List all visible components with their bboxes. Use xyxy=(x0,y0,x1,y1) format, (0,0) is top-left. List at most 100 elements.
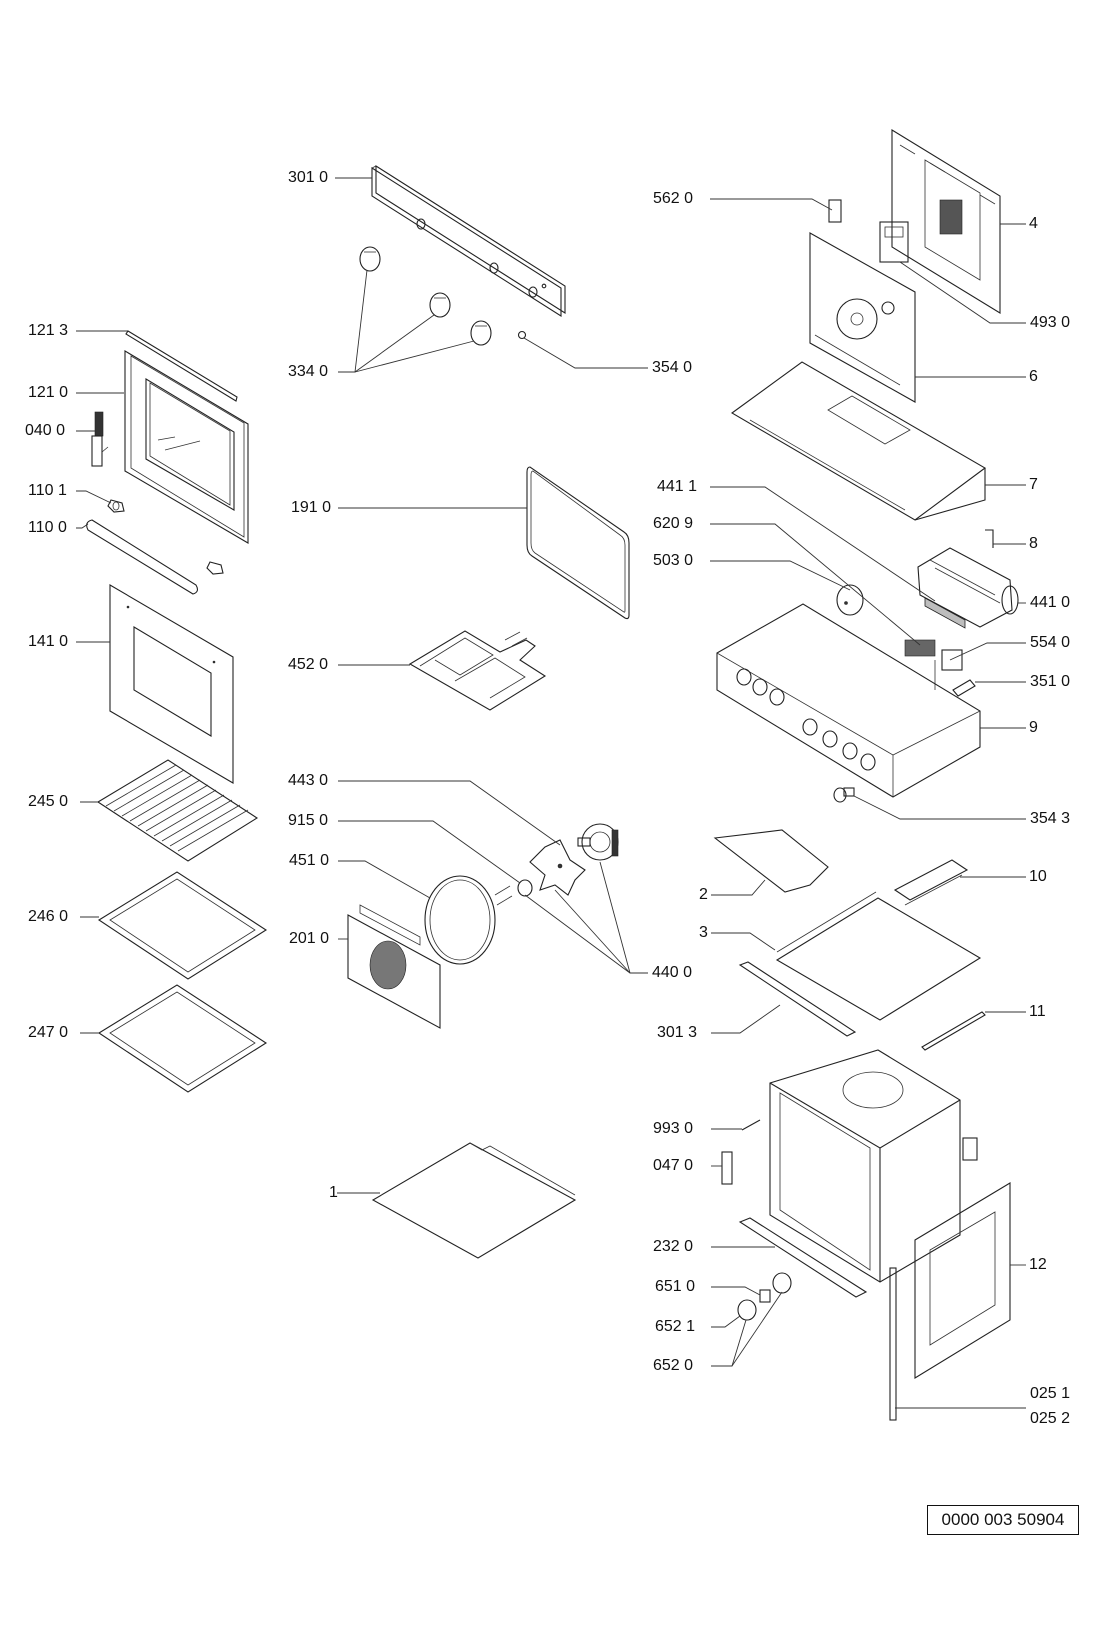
callout-label: 121 0 xyxy=(28,384,69,401)
callout-label: 245 0 xyxy=(28,793,69,810)
screw xyxy=(741,1119,761,1131)
lower-front-trim xyxy=(738,1217,868,1298)
callout-label: 246 0 xyxy=(28,908,69,925)
callout-label: 6 xyxy=(1029,368,1038,385)
fan-motor xyxy=(577,823,619,861)
leader-lines-right-bottom xyxy=(711,1128,1026,1409)
front-rail xyxy=(738,961,857,1037)
callout-label: 503 0 xyxy=(653,552,694,569)
oven-cavity xyxy=(769,1049,978,1283)
door-handle xyxy=(86,519,199,595)
callout-label: 915 0 xyxy=(288,812,329,829)
cooling-fan-bracket xyxy=(924,597,966,629)
clip xyxy=(985,529,994,548)
lamp-holder xyxy=(952,679,976,697)
callout-label: 191 0 xyxy=(291,499,332,516)
tangential-cooling-fan xyxy=(917,547,1019,628)
callout-label: 1 xyxy=(329,1184,338,1201)
callout-label: 441 0 xyxy=(1030,594,1071,611)
door-top-trim xyxy=(125,330,238,402)
callout-label: 351 0 xyxy=(1030,673,1071,690)
selector-switch xyxy=(904,639,936,657)
bottom-panel xyxy=(337,1142,577,1259)
outer-door-glass xyxy=(109,584,234,784)
fan-cover xyxy=(347,904,441,1029)
callout-label: 334 0 xyxy=(288,363,329,380)
callout-label: 452 0 xyxy=(288,656,329,673)
callout-label: 562 0 xyxy=(653,190,694,207)
baking-tray xyxy=(97,871,268,980)
door-hinge xyxy=(91,411,109,467)
callout-label: 141 0 xyxy=(28,633,69,650)
callout-label: 4 xyxy=(1029,215,1038,232)
inner-door-frame xyxy=(124,350,249,544)
callout-label: 9 xyxy=(1029,719,1038,736)
back-plate xyxy=(809,232,916,403)
fan-nut xyxy=(517,879,533,897)
upper-frame xyxy=(775,891,982,1021)
callout-label: 121 3 xyxy=(28,322,69,339)
callout-label: 11 xyxy=(1029,1003,1046,1020)
side-panel xyxy=(914,1182,1011,1379)
rear-panel xyxy=(891,129,1001,314)
callout-label: 247 0 xyxy=(28,1024,69,1041)
wire-shelf xyxy=(96,759,259,862)
callout-label: 047 0 xyxy=(653,1157,694,1174)
grill-element xyxy=(408,630,547,711)
lamp-cover xyxy=(737,1272,792,1321)
control-knob xyxy=(359,246,492,346)
callout-label: 993 0 xyxy=(653,1120,694,1137)
leader-lines-right-top xyxy=(710,198,1026,820)
terminal-block xyxy=(879,221,909,263)
callout-label: 110 0 xyxy=(28,519,67,536)
callout-label: 201 0 xyxy=(289,930,330,947)
callout-label: 443 0 xyxy=(288,772,329,789)
callout-label: 10 xyxy=(1029,868,1047,885)
leader-lines xyxy=(335,177,648,373)
handle-end-cap xyxy=(107,499,224,575)
timer xyxy=(836,584,864,616)
door-seal xyxy=(526,466,630,620)
callout-label: 651 0 xyxy=(655,1278,696,1295)
callout-label: 354 0 xyxy=(652,359,693,376)
callout-label: 354 3 xyxy=(1030,810,1071,827)
support-bracket xyxy=(893,859,969,906)
callout-label: 493 0 xyxy=(1030,314,1071,331)
callout-label: 440 0 xyxy=(652,964,693,981)
callout-label: 441 1 xyxy=(657,478,698,495)
callout-label: 451 0 xyxy=(289,852,330,869)
callout-label: 025 1 xyxy=(1030,1385,1071,1402)
callout-label: 232 0 xyxy=(653,1238,694,1255)
callout-label: 7 xyxy=(1029,476,1038,493)
callout-label: 8 xyxy=(1029,535,1038,552)
drip-pan xyxy=(97,984,268,1093)
callout-label: 040 0 xyxy=(25,422,66,439)
side-rail xyxy=(921,1011,986,1051)
lamp-bulb xyxy=(759,1289,771,1303)
thermostat xyxy=(934,649,963,690)
callout-label: 301 3 xyxy=(657,1024,698,1041)
callout-label: 620 9 xyxy=(653,515,694,532)
hinge-receiver xyxy=(721,1151,733,1185)
callout-label: 3 xyxy=(699,924,708,941)
callout-label: 025 2 xyxy=(1030,1410,1071,1427)
callout-label: 554 0 xyxy=(1030,634,1071,651)
leader-lines-left xyxy=(76,330,128,1034)
document-code: 0000 003 50904 xyxy=(927,1505,1079,1535)
indicator-lamp xyxy=(833,787,855,803)
fan-blade xyxy=(529,839,586,896)
callout-label: 12 xyxy=(1029,1256,1047,1273)
callout-label: 652 0 xyxy=(653,1357,694,1374)
leader-lines-right-mid xyxy=(711,876,1026,1034)
indicator-lens xyxy=(517,330,527,340)
leader-lines-center xyxy=(338,780,648,974)
callout-label: 301 0 xyxy=(288,169,329,186)
control-panel-fascia xyxy=(371,164,566,318)
callout-label: 2 xyxy=(699,886,708,903)
top-cover xyxy=(730,361,986,521)
callout-label: 652 1 xyxy=(655,1318,696,1335)
thermal-cutout-bracket xyxy=(828,199,842,223)
callout-label: 110 1 xyxy=(28,482,67,499)
side-trim xyxy=(889,1267,897,1421)
